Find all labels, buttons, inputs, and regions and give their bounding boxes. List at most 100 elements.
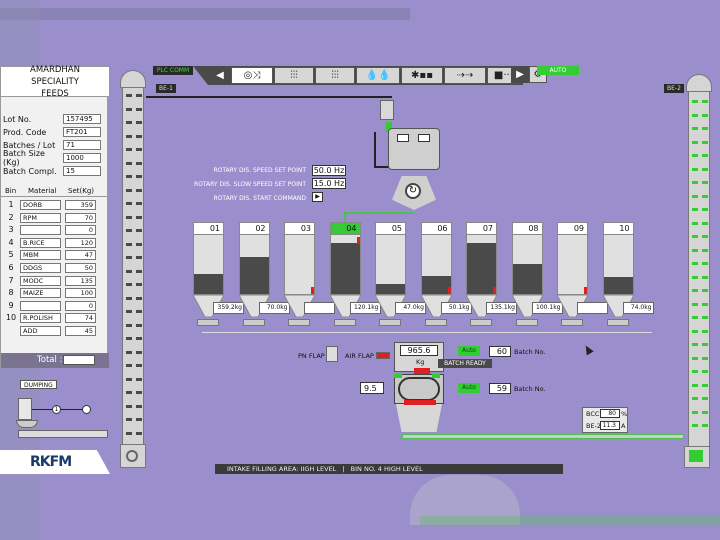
- bin-06[interactable]: 06: [420, 222, 452, 295]
- bin-feeder-gate[interactable]: [606, 319, 629, 326]
- elevator-bucket: [702, 208, 708, 211]
- set-kg-field[interactable]: 359: [65, 200, 96, 210]
- elevator-bucket: [136, 269, 142, 273]
- material-field[interactable]: MAIZE: [20, 288, 61, 299]
- material-field[interactable]: RPM: [20, 212, 61, 223]
- fan-view-button[interactable]: ✱▪▪: [401, 67, 443, 84]
- elevator-bucket: [126, 283, 132, 286]
- start-command-button[interactable]: ▶: [312, 192, 323, 202]
- distributor-green-line-v: [344, 212, 346, 222]
- set-kg-field[interactable]: 120: [65, 237, 96, 248]
- bin-03[interactable]: 03: [284, 222, 315, 295]
- elevator-bucket: [136, 202, 142, 205]
- material-field[interactable]: MBM: [20, 250, 61, 261]
- material-field[interactable]: DORB: [20, 200, 61, 210]
- bin-05[interactable]: 05: [375, 222, 406, 295]
- bin-feeder-gate[interactable]: [288, 319, 310, 326]
- next-arrow-icon[interactable]: ▶: [511, 66, 529, 83]
- material-field[interactable]: MODC: [20, 275, 61, 286]
- dumping-conveyor[interactable]: [18, 430, 108, 438]
- material-field[interactable]: ADD: [20, 326, 61, 336]
- elevator-bucket: [702, 302, 708, 306]
- set-kg-field[interactable]: 70: [65, 212, 96, 223]
- bin-10[interactable]: 10: [602, 222, 634, 295]
- bin-hopper-cone: [237, 294, 271, 318]
- conveyor-view-button[interactable]: ⇢⇢: [444, 67, 486, 84]
- set-kg-field[interactable]: 0: [65, 225, 96, 236]
- set-kg-field[interactable]: 100: [65, 288, 96, 299]
- set-kg-field[interactable]: 74: [65, 313, 96, 324]
- dumping-hopper-icon[interactable]: [18, 398, 32, 420]
- output-conveyor[interactable]: [402, 434, 684, 439]
- elevator-bucket: [136, 364, 142, 367]
- diverter-valve[interactable]: [380, 100, 394, 120]
- amps-unit: A: [378, 384, 384, 393]
- set-kg-field[interactable]: 45: [65, 326, 96, 336]
- diverter-status: [386, 122, 392, 132]
- plc-comm-indicator: PLC COMM: [153, 66, 193, 75]
- elevator-be2[interactable]: [688, 82, 710, 448]
- weigher-auto-badge[interactable]: Auto: [458, 346, 480, 356]
- set-kg-field[interactable]: 0: [65, 300, 96, 311]
- speed-setpoint-input[interactable]: 50.0 Hz: [312, 165, 346, 176]
- batch-size-field[interactable]: 1000: [63, 153, 101, 163]
- bins-view-button[interactable]: ⫶⫶⫶: [315, 67, 355, 84]
- bin-feeder-gate[interactable]: [333, 319, 356, 326]
- batches-per-lot-field[interactable]: 71: [63, 140, 101, 150]
- prod-code-field[interactable]: FT201: [63, 127, 101, 137]
- bin-08[interactable]: 08: [511, 222, 543, 295]
- elevator-bucket: [136, 323, 142, 327]
- material-field[interactable]: [20, 300, 61, 311]
- elevator-bucket: [126, 404, 132, 408]
- set-kg-field[interactable]: 47: [65, 250, 96, 261]
- be1-tag: BE-1: [156, 84, 176, 93]
- mixer-auto-badge[interactable]: Auto: [458, 383, 480, 393]
- pn-flap-valve[interactable]: [326, 346, 338, 362]
- bin-07[interactable]: 07: [466, 222, 497, 295]
- prev-arrow-icon[interactable]: ◀: [210, 67, 230, 84]
- bin-feeder-gate[interactable]: [561, 319, 583, 326]
- material-field[interactable]: DDGS: [20, 263, 61, 273]
- air-flap-valve[interactable]: [376, 352, 390, 359]
- bin-feeder-gate[interactable]: [242, 319, 265, 326]
- bin-feeder-gate[interactable]: [379, 319, 401, 326]
- bin-feeder-gate[interactable]: [424, 319, 447, 326]
- material-field[interactable]: B.RICE: [20, 237, 61, 248]
- elevator-bucket: [692, 167, 698, 171]
- lot-no-field[interactable]: 157495: [63, 114, 101, 124]
- cleaner-unit[interactable]: [388, 128, 440, 170]
- bin-number-label: 08: [512, 223, 542, 235]
- valves-view-button[interactable]: ⫶⫶⫶: [274, 67, 314, 84]
- bin-number: 10: [5, 313, 17, 323]
- drops-view-button[interactable]: 💧💧: [356, 67, 400, 84]
- elevator-bucket: [126, 188, 132, 192]
- bin-feeder-gate[interactable]: [515, 319, 538, 326]
- bin-number-label: 02: [239, 223, 269, 235]
- bin-level-fill: [330, 243, 360, 294]
- bin-02[interactable]: 02: [238, 222, 270, 295]
- set-kg-field[interactable]: 50: [65, 263, 96, 273]
- elevator-bucket: [126, 269, 132, 273]
- bin-01[interactable]: 01: [193, 222, 224, 295]
- elevator-bucket: [692, 343, 698, 346]
- motor-3-icon[interactable]: [82, 405, 91, 414]
- elevator-bucket: [692, 397, 698, 400]
- motor-1-icon[interactable]: 1: [52, 405, 61, 414]
- elevator-bucket: [692, 140, 698, 144]
- valves-icon: ⫶⫶⫶: [290, 70, 298, 81]
- bin-feeder-gate[interactable]: [470, 319, 492, 326]
- material-field[interactable]: R.POLISH: [20, 313, 61, 324]
- set-kg-field[interactable]: 135: [65, 275, 96, 286]
- batch-compl-field[interactable]: 15: [63, 166, 101, 176]
- bin-number: 1: [8, 200, 14, 209]
- bin-09[interactable]: 09: [557, 222, 588, 295]
- bin-feeder-gate[interactable]: [197, 319, 219, 326]
- material-field[interactable]: [20, 225, 61, 236]
- slow-speed-setpoint-input[interactable]: 15.0 Hz: [312, 178, 346, 189]
- bin-04[interactable]: 04: [329, 222, 361, 295]
- elevator-bucket: [126, 391, 132, 394]
- surge-hopper[interactable]: [396, 404, 442, 432]
- mixer-view-button[interactable]: ◎⤨: [231, 67, 273, 84]
